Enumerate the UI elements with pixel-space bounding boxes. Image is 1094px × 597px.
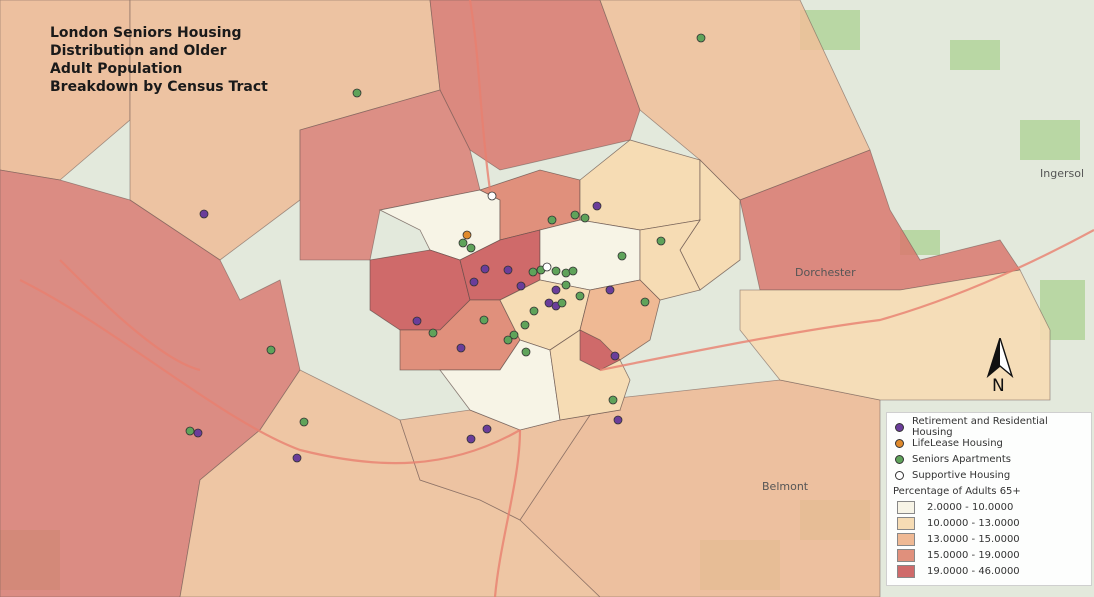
legend-dot-icon <box>895 422 904 432</box>
housing-points <box>185 33 706 463</box>
legend-class-label: 19.0000 - 46.0000 <box>927 565 1020 577</box>
legend-class: 15.0000 - 19.0000 <box>893 547 1085 563</box>
census-tracts-outer <box>0 0 1051 597</box>
legend-class-label: 13.0000 - 15.0000 <box>927 533 1020 545</box>
supportive-housing-points <box>487 191 552 272</box>
north-label: N <box>992 376 1005 396</box>
retirement-housing-points <box>193 201 623 463</box>
place-label-belmont: Belmont <box>762 480 809 493</box>
seniors-apartments-points <box>185 33 706 436</box>
legend-label: Seniors Apartments <box>912 453 1011 465</box>
legend-class-label: 10.0000 - 13.0000 <box>927 517 1020 529</box>
legend-swatch <box>897 548 915 562</box>
tract-southeast <box>739 269 1051 401</box>
highways <box>19 0 1094 597</box>
legend-dot-icon <box>895 454 904 464</box>
legend-swatch <box>897 516 915 530</box>
legend-dot-icon <box>895 470 904 480</box>
map-legend: Retirement and Residential Housing LifeL… <box>886 412 1092 586</box>
legend-label: Supportive Housing <box>912 469 1011 481</box>
place-label-ingersoll: Ingersol <box>1040 167 1085 180</box>
legend-swatch <box>897 500 915 514</box>
legend-swatch <box>897 532 915 546</box>
legend-class: 19.0000 - 46.0000 <box>893 563 1085 579</box>
north-arrow-icon <box>986 335 1014 379</box>
legend-swatch <box>897 564 915 578</box>
legend-label: Retirement and Residential Housing <box>912 416 1048 438</box>
map-title: London Seniors Housing Distribution and … <box>50 25 268 95</box>
tract-nw <box>0 0 131 181</box>
legend-label: LifeLease Housing <box>912 437 1003 449</box>
legend-dot-icon <box>895 438 904 448</box>
legend-class: 2.0000 - 10.0000 <box>893 499 1085 515</box>
legend-class-label: 15.0000 - 19.0000 <box>927 549 1020 561</box>
legend-class: 13.0000 - 15.0000 <box>893 531 1085 547</box>
legend-heading: Percentage of Adults 65+ <box>893 486 1021 497</box>
legend-item-supportive: Supportive Housing <box>893 467 1085 483</box>
legend-class: 10.0000 - 13.0000 <box>893 515 1085 531</box>
legend-class-label: 2.0000 - 10.0000 <box>927 501 1014 513</box>
legend-item-seniors-apartments: Seniors Apartments <box>893 451 1085 467</box>
place-label-dorchester: Dorchester <box>795 266 856 279</box>
north-arrow: N <box>984 335 1016 396</box>
legend-item-lifelease: LifeLease Housing <box>893 435 1085 451</box>
legend-item-retirement: Retirement and Residential Housing <box>893 416 1085 438</box>
tract-west <box>0 169 301 597</box>
lifelease-housing-points <box>462 230 472 240</box>
